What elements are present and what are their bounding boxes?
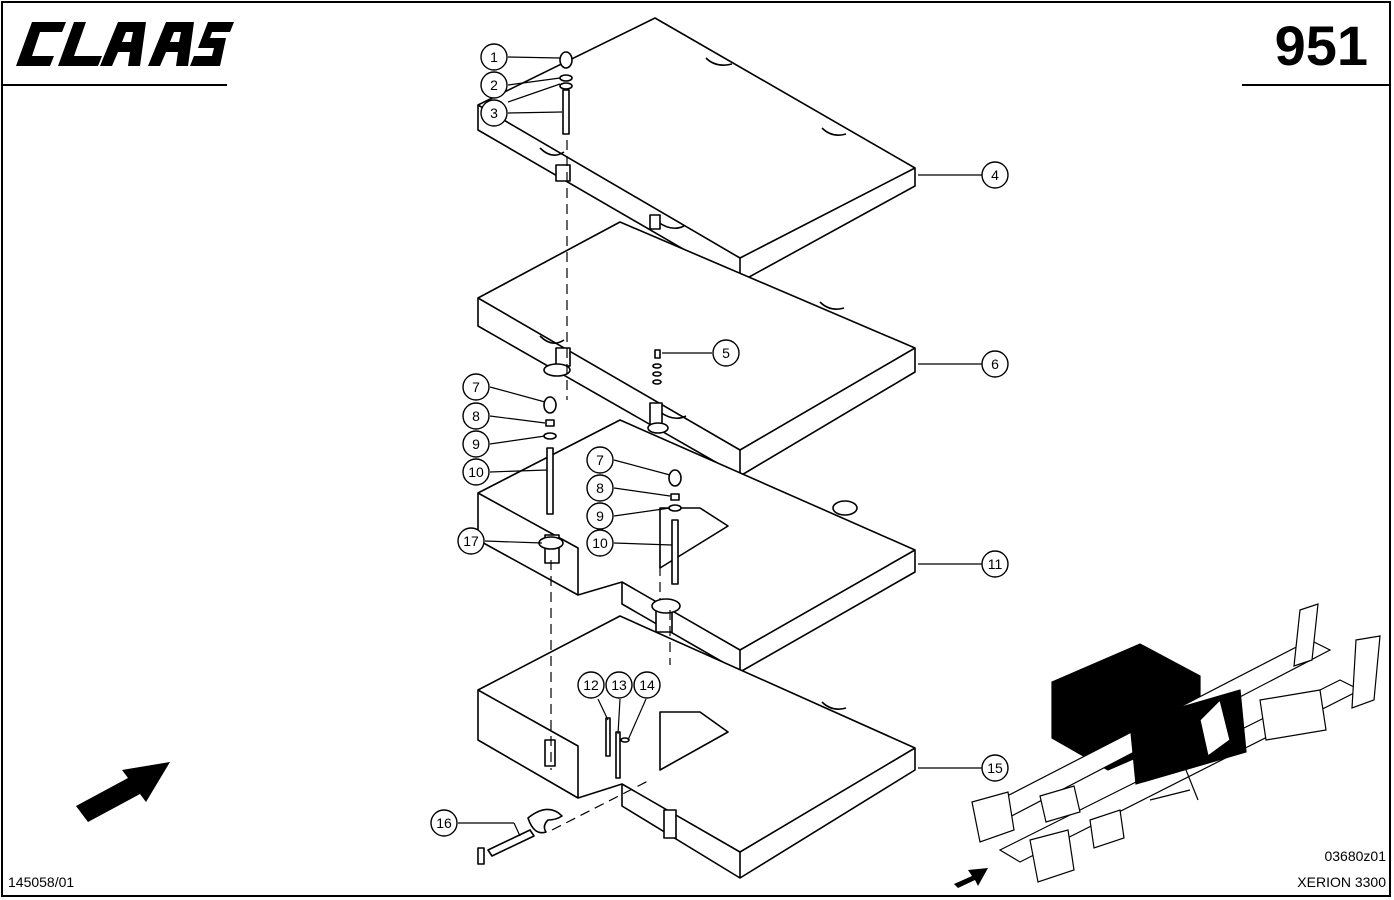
callout-4-circle <box>981 161 1009 189</box>
weight-plate-top <box>477 17 916 283</box>
callout-10-left-label: 10 <box>468 464 484 480</box>
leader-lines <box>458 56 982 837</box>
callout-9-right-label: 9 <box>596 508 604 524</box>
model-name: XERION 3300 <box>1297 874 1386 890</box>
callout-2-label: 2 <box>490 77 498 93</box>
callout-13-circle <box>605 671 633 699</box>
document-number: 145058/01 <box>8 874 75 890</box>
bolt-stack-5 <box>652 349 662 385</box>
callout-8-right-label: 8 <box>596 480 604 496</box>
callout-6-circle <box>981 350 1009 378</box>
callout-3-circle <box>480 99 508 127</box>
callout-9-left-circle <box>462 430 490 458</box>
callout-14-circle <box>633 671 661 699</box>
bolt-stack-7-left <box>543 396 557 515</box>
claas-logo <box>16 22 234 66</box>
sheet-number: 951 <box>1274 14 1368 77</box>
weight-plate-2 <box>477 221 916 477</box>
callout-17-circle <box>457 527 485 555</box>
callout-9-left-label: 9 <box>472 436 480 452</box>
callout-8-left-label: 8 <box>472 408 480 424</box>
callout-15-label: 15 <box>987 760 1003 776</box>
callout-5-label: 5 <box>722 345 730 361</box>
callout-16-label: 16 <box>436 815 452 831</box>
callout-10-left-circle <box>462 458 490 486</box>
callout-7-left-label: 7 <box>472 379 480 395</box>
bolt-stack-7-right <box>668 469 682 585</box>
callout-7-right-circle <box>586 446 614 474</box>
callout-7-right-label: 7 <box>596 452 604 468</box>
bolt-stack-1 <box>559 51 573 135</box>
header-rule-right <box>1242 84 1390 86</box>
overview-arrow-icon <box>954 868 988 888</box>
callout-1-circle <box>480 43 508 71</box>
callout-14-label: 14 <box>639 677 655 693</box>
callout-5-circle <box>712 339 740 367</box>
callout-12-label: 12 <box>583 677 599 693</box>
callout-3-label: 3 <box>490 105 498 121</box>
direction-arrow-icon <box>76 762 170 822</box>
callout-10-right-label: 10 <box>592 535 608 551</box>
weight-plate-bottom <box>477 615 916 879</box>
callout-6-label: 6 <box>991 356 999 372</box>
callout-10-right-circle <box>586 529 614 557</box>
callout-2-circle <box>480 71 508 99</box>
callout-8-left-circle <box>462 402 490 430</box>
callout-12-circle <box>577 671 605 699</box>
callout-13-label: 13 <box>611 677 627 693</box>
header-rule-left <box>2 84 227 86</box>
alignment-lines <box>550 140 671 831</box>
drawing-code: 03680z01 <box>1324 848 1386 864</box>
callout-16-circle <box>430 809 458 837</box>
wrench-tool <box>477 808 563 865</box>
callout-15-circle <box>981 754 1009 782</box>
callout-9-right-circle <box>586 502 614 530</box>
callout-11-circle <box>981 550 1009 578</box>
callout-8-right-circle <box>586 474 614 502</box>
tractor-frame-overview <box>971 603 1381 883</box>
callout-1-label: 1 <box>490 49 498 65</box>
weight-plate-3 <box>477 419 916 673</box>
callout-4-label: 4 <box>991 167 999 183</box>
callout-7-left-circle <box>462 373 490 401</box>
callout-11-label: 11 <box>988 556 1003 572</box>
callout-17-label: 17 <box>463 533 479 549</box>
